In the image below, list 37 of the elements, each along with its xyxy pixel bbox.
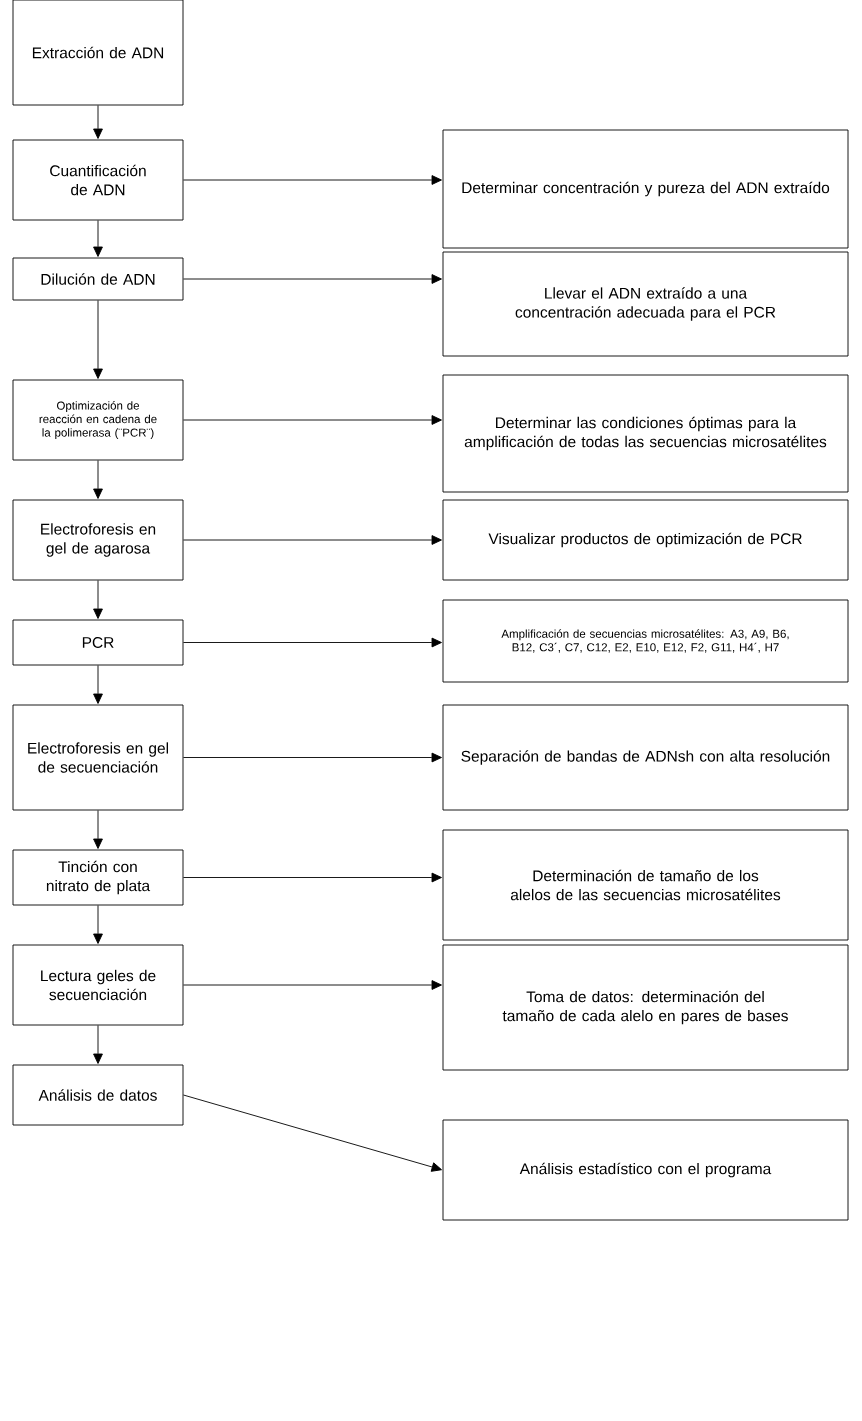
arrow	[183, 752, 442, 763]
arrow	[93, 665, 103, 704]
arrow	[93, 580, 103, 619]
arrow	[183, 415, 442, 425]
arrow	[183, 872, 442, 883]
arrow	[93, 220, 103, 257]
arrow	[183, 980, 442, 990]
arrow	[93, 810, 103, 849]
process-box: Lectura geles de secuenciación	[12, 944, 184, 1026]
arrow	[93, 460, 103, 499]
process-box: Determinar las condiciones óptimas para la amplificación de todas las secuencias microsatélites	[442, 374, 849, 493]
process-box: Análisis de datos	[12, 1064, 184, 1126]
arrow	[93, 1025, 103, 1064]
process-box: Análisis estadístico con el programa	[442, 1119, 849, 1221]
process-box: Extracción de ADN	[12, 0, 184, 106]
process-box: Dilución de ADN	[12, 257, 184, 301]
process-box: Separación de bandas de ADNsh con alta resolución	[442, 704, 849, 811]
arrow	[93, 905, 103, 944]
process-box: Visualizar productos de optimización de PCR	[442, 499, 849, 581]
arrow	[93, 105, 103, 139]
arrow	[183, 535, 442, 545]
process-box: Determinar concentración y pureza del ADN extraído	[442, 129, 849, 249]
arrow	[183, 637, 442, 648]
process-box: Electroforesis en gel de agarosa	[12, 499, 184, 581]
process-box: Cuantificación de ADN	[12, 139, 184, 221]
process-box: PCR	[12, 619, 184, 666]
arrow	[183, 274, 442, 284]
process-box: Toma de datos: determinación del tamaño de cada alelo en pares de bases	[442, 944, 849, 1071]
process-box: Electroforesis en gel de secuenciación	[12, 704, 184, 811]
arrow	[183, 1094, 442, 1172]
process-box: Determinación de tamaño de los alelos de las secuencias microsatélites	[442, 829, 849, 941]
process-box: Llevar el ADN extraído a una concentración adecuada para el PCR	[442, 251, 849, 357]
arrow	[93, 300, 103, 379]
process-box: Amplificación de secuencias microsatélites: A3, A9, B6, B12, C3´, C7, C12, E2, E10, E12, F2, G11, H4´, H7	[442, 599, 849, 683]
process-box: Tinción con nitrato de plata	[12, 849, 184, 906]
arrow	[183, 175, 442, 185]
process-box: Optimización de reacción en cadena de la polimerasa (¨PCR¨)	[12, 379, 184, 461]
